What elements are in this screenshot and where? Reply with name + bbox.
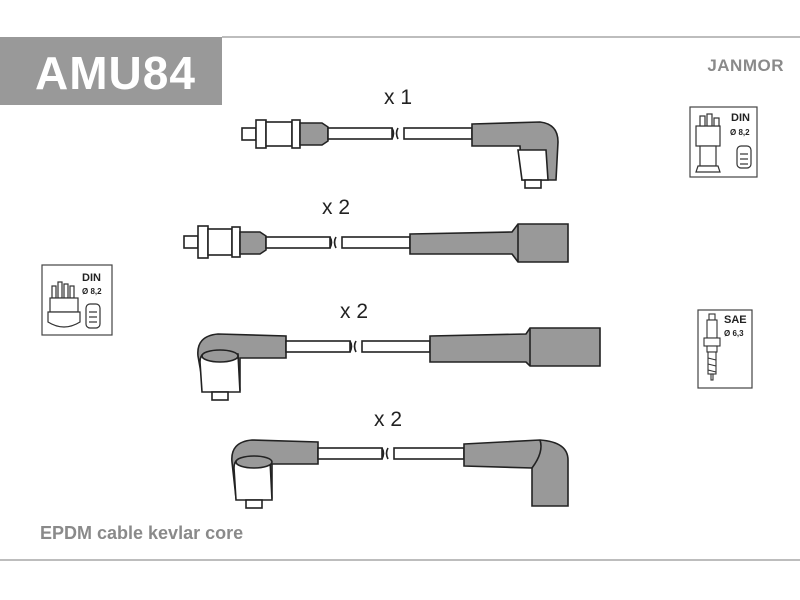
sae-badge-standard: SAE — [724, 314, 747, 326]
cable-2-quantity: x 2 — [322, 196, 350, 219]
cable-1: x 1 — [241, 86, 559, 189]
cable-1-left-connector — [241, 119, 329, 149]
sae-badge: SAE Ø 6,3 — [697, 309, 753, 389]
cable-4-quantity: x 2 — [374, 408, 402, 431]
product-code: AMU84 — [35, 47, 196, 99]
cable-4-right-boot — [463, 439, 569, 507]
cable-3: x 2 — [197, 300, 601, 401]
cable-description: EPDM cable kevlar core — [40, 523, 244, 543]
din-badge-left-standard: DIN — [82, 272, 101, 284]
din-badge-left: DIN Ø 8,2 — [41, 264, 113, 336]
din-badge-right-diameter: Ø 8,2 — [730, 128, 750, 137]
distributor-icon — [47, 281, 81, 328]
cable-4-wire — [317, 447, 465, 460]
cable-1-quantity: x 1 — [384, 86, 412, 109]
cable-4: x 2 — [231, 408, 569, 509]
spark-plug-boot-icon — [736, 145, 752, 169]
cable-3-right-boot — [429, 327, 601, 367]
cable-3-quantity: x 2 — [340, 300, 368, 323]
cable-1-wire — [327, 127, 473, 140]
distributor-cap-icon — [695, 113, 721, 173]
cable-3-wire — [285, 340, 431, 353]
product-code-box — [0, 37, 222, 105]
sae-badge-diameter: Ø 6,3 — [724, 329, 744, 338]
cable-2-right-boot — [409, 223, 569, 263]
cable-1-right-boot — [471, 121, 559, 189]
din-badge-left-diameter: Ø 8,2 — [82, 287, 102, 296]
cable-2: x 2 — [183, 196, 569, 263]
cable-2-left-connector — [183, 225, 267, 259]
brand-name: JANMOR — [707, 56, 784, 75]
spark-plug-boot-icon-left — [85, 303, 101, 329]
spark-plug-icon — [703, 313, 721, 381]
cable-3-left-boot — [197, 333, 287, 401]
cable-4-left-boot — [231, 439, 319, 509]
din-badge-right-standard: DIN — [731, 112, 750, 124]
din-badge-right: DIN Ø 8,2 — [689, 106, 758, 178]
cable-2-wire — [265, 236, 411, 249]
